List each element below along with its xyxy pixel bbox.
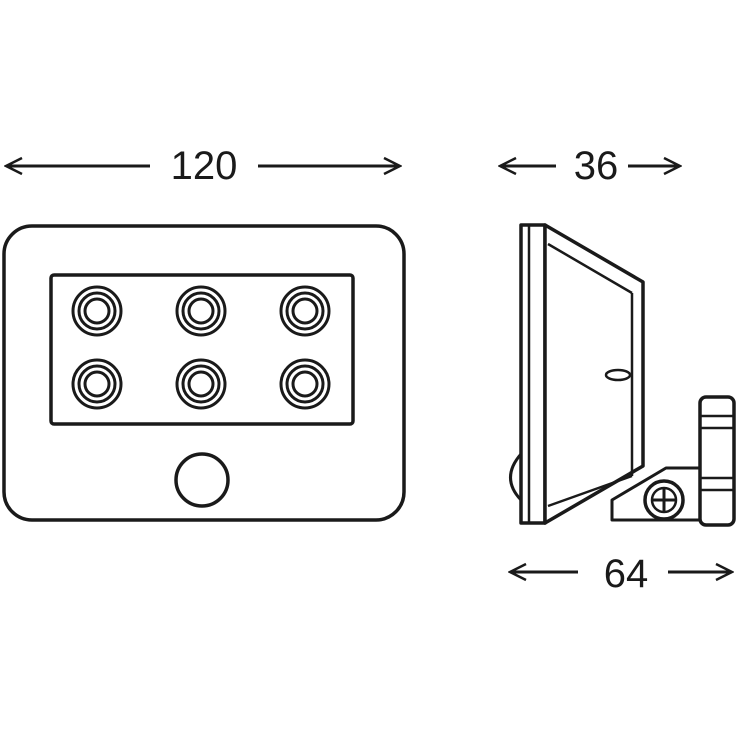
led-3	[279, 285, 331, 337]
led-1	[71, 285, 123, 337]
body-top-inner-line	[547, 242, 633, 295]
led-6	[279, 358, 331, 410]
led-4	[71, 358, 123, 410]
led-2	[175, 285, 227, 337]
width-dimension-label: 120	[170, 144, 238, 188]
depth-dimension-label: 36	[573, 144, 619, 188]
back-plate	[519, 223, 547, 525]
bracket-dimension-label: 64	[603, 552, 649, 596]
tapered-body	[543, 223, 645, 525]
screw-icon	[643, 479, 685, 521]
led-panel	[49, 273, 355, 426]
body-bottom-inner-line	[547, 474, 633, 508]
led-array	[71, 285, 331, 410]
sensor-bump	[509, 453, 523, 502]
front-view	[2, 224, 406, 522]
side-view	[509, 223, 736, 527]
motion-sensor	[174, 452, 230, 508]
led-5	[175, 358, 227, 410]
indicator-slot	[604, 368, 632, 382]
